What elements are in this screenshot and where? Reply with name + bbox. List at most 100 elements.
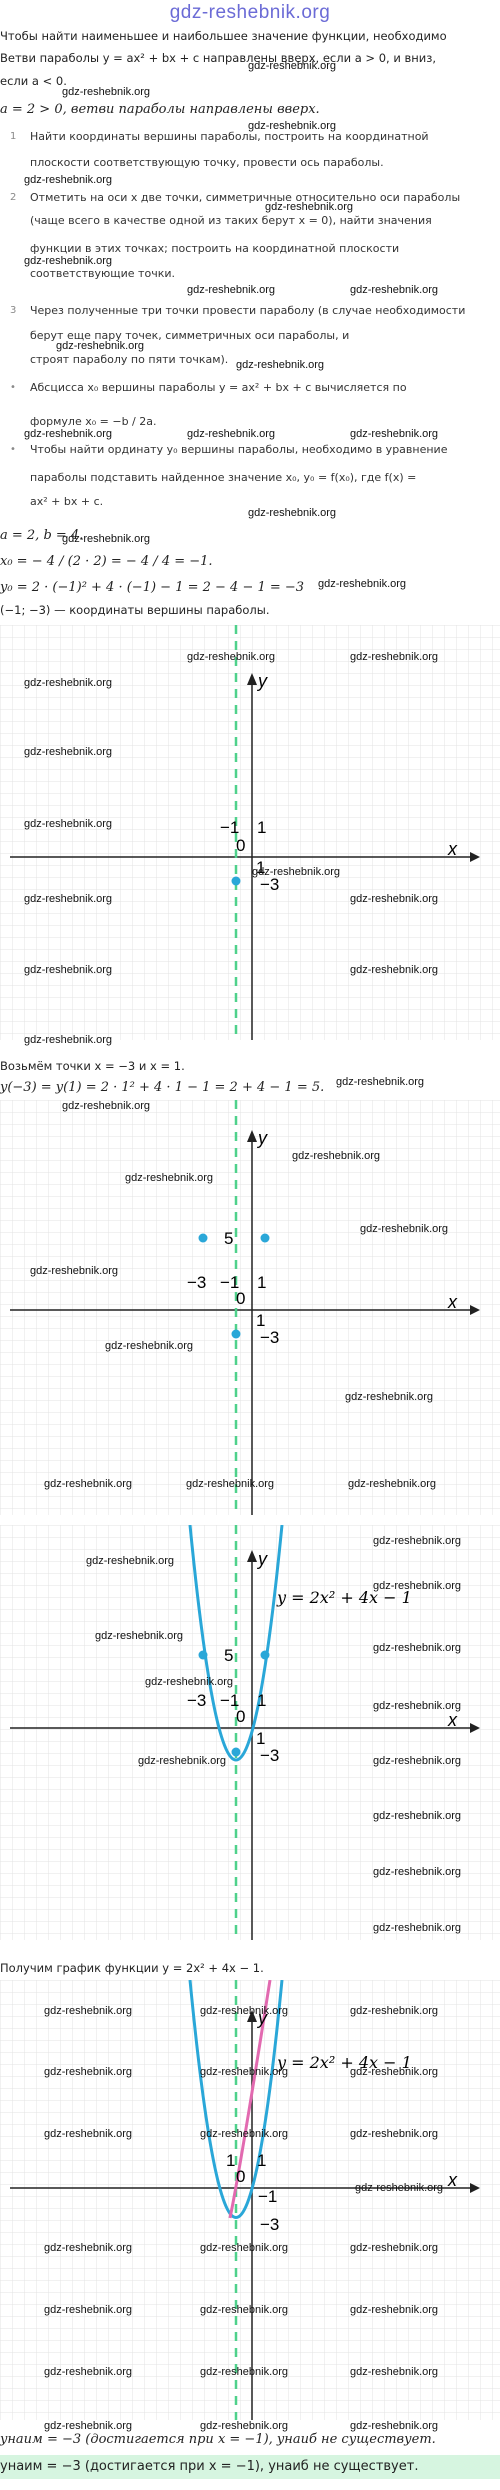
vertex-point bbox=[231, 876, 241, 886]
watermark: gdz-reshebnik.org bbox=[24, 255, 113, 267]
tick-5: 5 bbox=[224, 1229, 233, 1248]
calc-x0: x₀ = − 4 / (2 · 2) = − 4 / 4 = −1. bbox=[0, 554, 213, 569]
watermark: gdz-reshebnik.org bbox=[145, 1676, 234, 1688]
watermark: gdz-reshebnik.org bbox=[24, 428, 113, 440]
watermark: gdz-reshebnik.org bbox=[200, 2304, 289, 2316]
watermark: gdz-reshebnik.org bbox=[187, 428, 276, 440]
watermark: gdz-reshebnik.org bbox=[350, 2066, 439, 2078]
watermark: gdz-reshebnik.org bbox=[248, 60, 337, 72]
step-text: соответствующие точки. bbox=[30, 267, 175, 280]
x-axis-label: x bbox=[447, 1710, 458, 1730]
bullet-dot: • bbox=[10, 444, 16, 455]
point-x-minus-3 bbox=[198, 1233, 208, 1243]
calc-ab: a = 2, b = 4. bbox=[0, 528, 84, 543]
graph-vertex: y x 0 −1 1 1 −3 bbox=[0, 625, 500, 1040]
watermark: gdz-reshebnik.org bbox=[44, 1478, 133, 1490]
watermark: gdz-reshebnik.org bbox=[350, 2242, 439, 2254]
y-axis-label: y bbox=[256, 1549, 268, 1569]
tick-1: 1 bbox=[257, 1691, 266, 1710]
intro-line-4: a = 2 > 0, ветви параболы направлены вве… bbox=[0, 102, 320, 117]
answer-text: yнаим = −3 (достигается при x = −1), yна… bbox=[0, 2459, 419, 2474]
watermark: gdz-reshebnik.org bbox=[44, 2128, 133, 2140]
intro-line-3: если a < 0. bbox=[0, 74, 67, 88]
calc-y0: y₀ = 2 · (−1)² + 4 · (−1) − 1 = 2 − 4 − … bbox=[0, 580, 305, 595]
watermark: gdz-reshebnik.org bbox=[86, 1555, 175, 1567]
bullet-text: Абсцисса x₀ вершины параболы y = ax² + b… bbox=[30, 381, 407, 394]
step-text: Отметить на оси x две точки, симметричны… bbox=[30, 191, 461, 204]
tick-minus-3: −3 bbox=[260, 1746, 279, 1765]
result-line: yнаим = −3 (достигается при x = −1), yна… bbox=[0, 2432, 436, 2447]
bullet-dot: • bbox=[10, 382, 16, 393]
tick-minus-3: −3 bbox=[260, 2215, 279, 2234]
watermark: gdz-reshebnik.org bbox=[24, 964, 113, 976]
watermark: gdz-reshebnik.org bbox=[24, 818, 113, 830]
point-x-1 bbox=[260, 1650, 270, 1660]
watermark: gdz-reshebnik.org bbox=[373, 1642, 462, 1654]
watermark: gdz-reshebnik.org bbox=[125, 1172, 214, 1184]
vertex-point bbox=[231, 1747, 241, 1757]
graph-parabola: y x y = 2x² + 4x − 1 0 5 −3 −1 1 1 −3 bbox=[0, 1525, 500, 1940]
point-x-1 bbox=[260, 1233, 270, 1243]
tick-minus-3: −3 bbox=[187, 1273, 206, 1292]
intro-line-2: Ветви параболы y = ax² + bx + c направле… bbox=[0, 51, 436, 65]
watermark: gdz-reshebnik.org bbox=[30, 1265, 119, 1277]
calc-vertex: (−1; −3) — координаты вершины параболы. bbox=[0, 603, 270, 617]
watermark: gdz-reshebnik.org bbox=[248, 120, 337, 132]
parabola-curve bbox=[188, 1980, 284, 2219]
watermark: gdz-reshebnik.org bbox=[348, 1478, 437, 1490]
y-axis-label: y bbox=[256, 671, 268, 691]
parabola-curve bbox=[188, 1525, 284, 1762]
step-number: 1 bbox=[10, 131, 17, 142]
watermark: gdz-reshebnik.org bbox=[265, 201, 354, 213]
origin-label: 0 bbox=[236, 2167, 245, 2186]
watermark: gdz-reshebnik.org bbox=[62, 533, 151, 545]
watermark: gdz-reshebnik.org bbox=[24, 174, 113, 186]
watermark: gdz-reshebnik.org bbox=[187, 284, 276, 296]
watermark: gdz-reshebnik.org bbox=[62, 86, 151, 98]
y-axis-arrow bbox=[247, 1130, 257, 1142]
step-text: Через полученные три точки провести пара… bbox=[30, 304, 466, 317]
watermark: gdz-reshebnik.org bbox=[373, 1700, 462, 1712]
watermark: gdz-reshebnik.org bbox=[200, 2005, 289, 2017]
watermark: gdz-reshebnik.org bbox=[24, 746, 113, 758]
watermark: gdz-reshebnik.org bbox=[24, 677, 113, 689]
point-x-minus-3 bbox=[198, 1650, 208, 1660]
origin-label: 0 bbox=[236, 1289, 245, 1308]
y-axis-label: y bbox=[256, 2008, 268, 2028]
x-axis-arrow bbox=[470, 1723, 480, 1733]
watermark: gdz-reshebnik.org bbox=[350, 2128, 439, 2140]
watermark: gdz-reshebnik.org bbox=[373, 1922, 462, 1934]
watermark: gdz-reshebnik.org bbox=[95, 1630, 184, 1642]
tick-minus-1: −1 bbox=[220, 1273, 239, 1292]
watermark: gdz-reshebnik.org bbox=[350, 284, 439, 296]
watermark: gdz-reshebnik.org bbox=[373, 1535, 462, 1547]
origin-label: 0 bbox=[236, 836, 245, 855]
watermark: gdz-reshebnik.org bbox=[350, 2420, 439, 2432]
watermark: gdz-reshebnik.org bbox=[200, 2066, 289, 2078]
x-axis-label: x bbox=[447, 839, 458, 859]
watermark: gdz-reshebnik.org bbox=[292, 1150, 381, 1162]
watermark: gdz-reshebnik.org bbox=[44, 2005, 133, 2017]
watermark: gdz-reshebnik.org bbox=[236, 359, 325, 371]
watermark: gdz-reshebnik.org bbox=[350, 2005, 439, 2017]
watermark: gdz-reshebnik.org bbox=[56, 340, 145, 352]
bullet-text: параболы подставить найденное значение x… bbox=[30, 471, 417, 484]
watermark: gdz-reshebnik.org bbox=[350, 2304, 439, 2316]
watermark: gdz-reshebnik.org bbox=[44, 2420, 133, 2432]
x-axis-arrow bbox=[470, 852, 480, 862]
tick-1: 1 bbox=[257, 1273, 266, 1292]
watermark: gdz-reshebnik.org bbox=[200, 2366, 289, 2378]
y-values: y(−3) = y(1) = 2 · 1² + 4 · 1 − 1 = 2 + … bbox=[0, 1080, 325, 1095]
bullet-text: Чтобы найти ординату y₀ вершины параболы… bbox=[30, 443, 448, 456]
tick-1: 1 bbox=[256, 1729, 265, 1748]
graph-points: y x 0 5 −3 −1 1 1 −3 bbox=[0, 1100, 500, 1515]
watermark: gdz-reshebnik.org bbox=[44, 2304, 133, 2316]
grid bbox=[0, 1980, 500, 2420]
site-logo[interactable]: gdz-reshebnik.org bbox=[169, 2, 331, 23]
watermark: gdz-reshebnik.org bbox=[373, 1866, 462, 1878]
bullet-text: ax² + bx + c. bbox=[30, 495, 104, 508]
tick-1: 1 bbox=[257, 2151, 266, 2170]
y-axis-arrow bbox=[247, 673, 257, 685]
watermark: gdz-reshebnik.org bbox=[248, 507, 337, 519]
watermark: gdz-reshebnik.org bbox=[105, 1340, 194, 1352]
